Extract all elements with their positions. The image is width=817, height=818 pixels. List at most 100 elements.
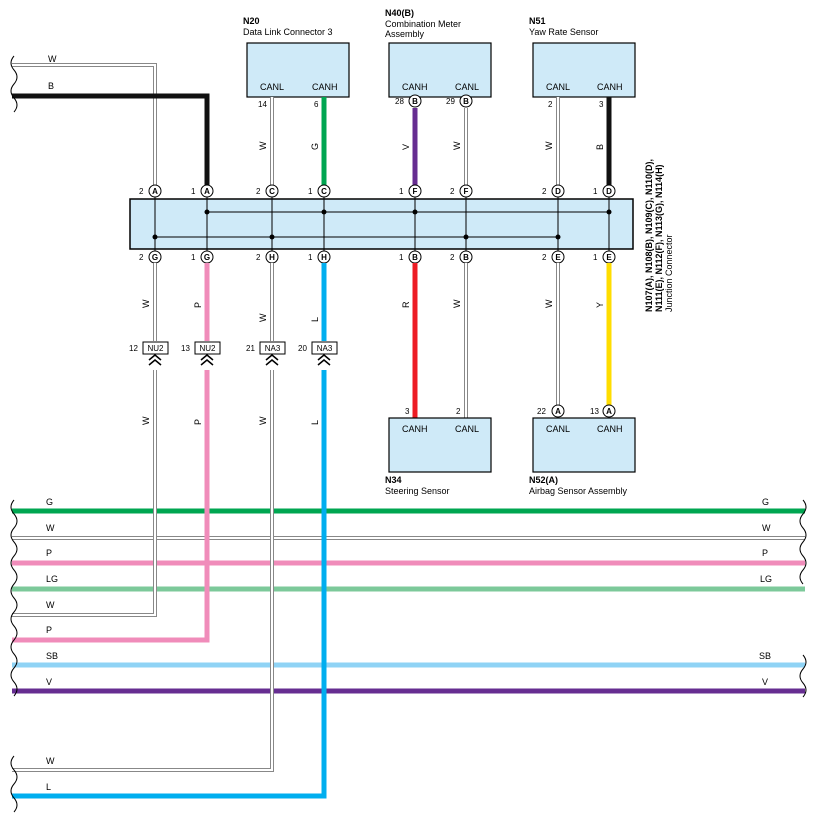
svg-text:D: D [606, 187, 612, 196]
svg-text:W: W [258, 313, 268, 322]
svg-text:L: L [310, 317, 320, 322]
wire-b-left-top [12, 93, 210, 185]
svg-text:D: D [555, 187, 561, 196]
junction-name: Junction Connector [664, 234, 674, 312]
svg-text:P: P [46, 548, 52, 558]
svg-text:1: 1 [308, 253, 313, 262]
svg-text:W: W [46, 600, 55, 610]
svg-text:V: V [762, 677, 768, 687]
svg-text:B: B [412, 253, 418, 262]
svg-text:C: C [269, 187, 275, 196]
junction-codes-2: N111(E), N112(F), N113(G), N114(H) [654, 164, 664, 312]
svg-text:G: G [204, 253, 210, 262]
seg-label-n51-canl: W [544, 141, 554, 150]
svg-text:3: 3 [405, 407, 410, 416]
svg-text:13: 13 [181, 344, 190, 353]
svg-text:W: W [258, 416, 268, 425]
n20-pin-6: 6 [314, 100, 319, 109]
junction-bottom-terminals: G2 G1 H2 H1 B1 B2 E2 E1 [139, 250, 616, 264]
svg-text:1: 1 [593, 187, 598, 196]
n51-code: N51 [529, 16, 546, 26]
n34-code: N34 [385, 475, 402, 485]
component-n20: N20 Data Link Connector 3 CANL CANH [243, 16, 350, 98]
svg-text:13: 13 [590, 407, 599, 416]
svg-text:NA3: NA3 [317, 344, 333, 353]
svg-text:E: E [555, 253, 561, 262]
connector-na3-21: 21 NA3 [246, 341, 286, 366]
connector-nu2-12: 12 NU2 [129, 341, 169, 366]
n40-name-1: Combination Meter [385, 19, 461, 29]
svg-text:NU2: NU2 [199, 344, 216, 353]
seg-label-n20-canh: G [310, 143, 320, 150]
svg-text:2: 2 [139, 187, 144, 196]
svg-text:22: 22 [537, 407, 546, 416]
junction-box [129, 198, 634, 250]
top-left-wires: W B [10, 54, 210, 185]
n34-box [388, 417, 492, 473]
n40-canh-label: CANH [402, 82, 428, 92]
svg-text:LG: LG [46, 574, 58, 584]
svg-text:C: C [321, 187, 327, 196]
wire-label-b-top: B [48, 81, 54, 91]
svg-text:NA3: NA3 [265, 344, 281, 353]
n20-name: Data Link Connector 3 [243, 27, 333, 37]
svg-text:2: 2 [456, 407, 461, 416]
break-marks [10, 499, 807, 813]
svg-text:2: 2 [256, 187, 261, 196]
svg-text:W: W [452, 299, 462, 308]
connector-na3-20: 20 NA3 [298, 341, 338, 366]
n40-canl-label: CANL [455, 82, 479, 92]
wire-label-w-top: W [48, 54, 57, 64]
svg-text:12: 12 [129, 344, 138, 353]
n51-pin-3: 3 [599, 100, 604, 109]
svg-text:L: L [46, 782, 51, 792]
svg-text:LG: LG [760, 574, 772, 584]
svg-text:1: 1 [593, 253, 598, 262]
svg-text:G: G [152, 253, 158, 262]
svg-text:SB: SB [759, 651, 771, 661]
svg-text:E: E [606, 253, 612, 262]
lower-drops: W W P P W W L L [12, 370, 327, 799]
svg-text:W: W [46, 756, 55, 766]
svg-text:1: 1 [399, 187, 404, 196]
svg-text:L: L [310, 420, 320, 425]
svg-text:B: B [463, 253, 469, 262]
seg-label-n20-canl: W [258, 141, 268, 150]
svg-text:F: F [413, 187, 418, 196]
svg-text:W: W [46, 523, 55, 533]
n20-canh-label: CANH [312, 82, 338, 92]
n34-name: Steering Sensor [385, 486, 450, 496]
upper-wires: 14 W 6 G B 28 V B 29 W 2 W 3 B [258, 94, 612, 185]
svg-text:SB: SB [46, 651, 58, 661]
n40-code: N40(B) [385, 8, 414, 18]
svg-text:A: A [555, 407, 561, 416]
svg-text:2: 2 [139, 253, 144, 262]
n34-canl-label: CANL [455, 424, 479, 434]
mid-wires: W P W L R W W Y [141, 263, 612, 418]
n40-box [388, 42, 492, 98]
svg-text:A: A [204, 187, 210, 196]
component-n34: 3 2 CANH CANL N34 Steering Sensor [385, 407, 492, 496]
junction-connector: N107(A), N108(B), N109(C), N110(D), N111… [129, 159, 674, 312]
svg-text:NU2: NU2 [147, 344, 164, 353]
svg-text:P: P [762, 548, 768, 558]
break-mark-top [10, 55, 18, 113]
n20-pin-14: 14 [258, 100, 267, 109]
n52-canl-label: CANL [546, 424, 570, 434]
n40-pin-29: 29 [446, 97, 455, 106]
component-n51: N51 Yaw Rate Sensor CANL CANH [529, 16, 636, 98]
svg-text:1: 1 [399, 253, 404, 262]
svg-text:P: P [193, 419, 203, 425]
component-n40: N40(B) Combination Meter Assembly CANH C… [385, 8, 492, 98]
svg-text:W: W [141, 416, 151, 425]
connector-nu2-13: 13 NU2 [181, 341, 221, 366]
svg-text:W: W [762, 523, 771, 533]
svg-text:Y: Y [595, 302, 605, 308]
n40-letter-b2: B [463, 97, 469, 106]
bus-lines: G G W W P P LG LG SB SB V V [12, 497, 805, 694]
n52-canh-label: CANH [597, 424, 623, 434]
svg-text:H: H [321, 253, 327, 262]
svg-text:G: G [46, 497, 53, 507]
svg-text:A: A [606, 407, 612, 416]
